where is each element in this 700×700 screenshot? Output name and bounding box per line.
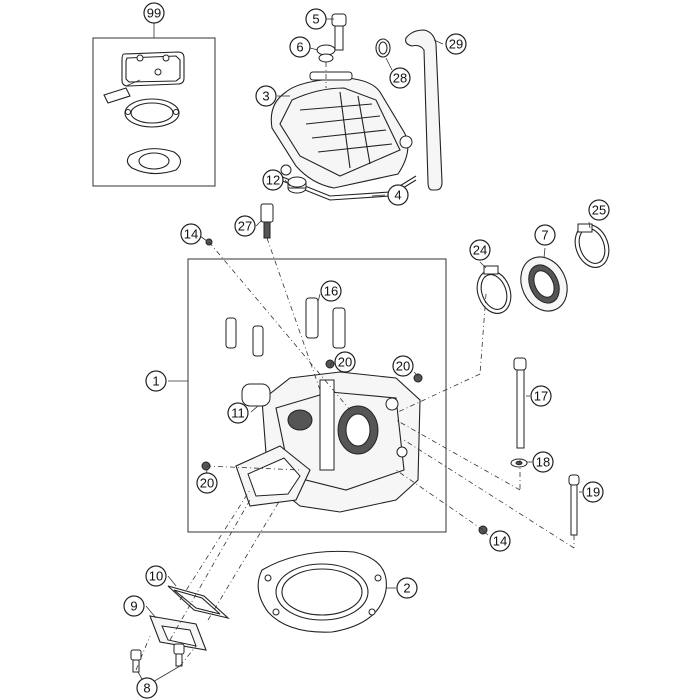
callout-24: 24 (469, 239, 491, 261)
intake-clamp-large (574, 223, 610, 268)
callout-label: 11 (231, 406, 245, 421)
head-bolt-short (568, 474, 580, 536)
callout-17: 17 (530, 385, 552, 407)
callout-label: 29 (449, 37, 463, 52)
callout-29: 29 (445, 33, 467, 55)
callout-6: 6 (289, 36, 311, 58)
callout-99: 99 (143, 2, 165, 24)
callout-label: 27 (238, 219, 252, 234)
callout-12: 12 (262, 169, 284, 191)
intake-clamp-small (476, 265, 512, 314)
callout-label: 25 (592, 203, 606, 218)
callout-8: 8 (136, 677, 158, 699)
cylinder-head (235, 371, 421, 513)
callout-9: 9 (123, 595, 145, 617)
projection-lines (135, 62, 575, 671)
cover-plug (287, 176, 307, 194)
callout-5: 5 (305, 8, 327, 30)
cover-screw (316, 13, 347, 63)
callout-25: 25 (588, 199, 610, 221)
callout-label: 24 (473, 243, 487, 258)
gasket-kit-box (92, 23, 216, 187)
callout-28: 28 (389, 67, 411, 89)
callout-11: 11 (227, 402, 249, 424)
callout-label: 99 (147, 6, 161, 21)
callout-label: 14 (493, 534, 507, 549)
cylinder-head-gasket (257, 550, 387, 633)
callout-label: 14 (184, 227, 198, 242)
hose-clip (375, 38, 391, 58)
callout-20-left: 20 (196, 472, 218, 494)
plug-bolts (201, 238, 488, 535)
callout-label: 5 (312, 12, 319, 27)
callout-label: 3 (262, 89, 269, 104)
callout-label: 17 (534, 389, 548, 404)
intake-flange (520, 256, 568, 312)
exhaust-flange (149, 615, 207, 651)
callout-label: 28 (393, 71, 407, 86)
callout-label: 20 (338, 355, 352, 370)
callout-19: 19 (582, 481, 604, 503)
callout-1: 1 (145, 370, 167, 392)
callout-16: 16 (320, 280, 342, 302)
callout-14-top: 14 (180, 223, 202, 245)
callout-27: 27 (234, 215, 256, 237)
valve-cover (270, 71, 413, 189)
callout-4: 4 (387, 184, 409, 206)
callout-label: 16 (324, 284, 338, 299)
callout-label: 10 (149, 569, 163, 584)
callout-label: 12 (266, 173, 280, 188)
washer (510, 458, 528, 468)
callout-label: 18 (536, 455, 550, 470)
callout-label: 6 (296, 40, 303, 55)
exhaust-bolts (130, 643, 185, 673)
callout-label: 8 (143, 681, 150, 696)
callout-3: 3 (255, 85, 277, 107)
callout-7: 7 (534, 224, 556, 246)
valve-guides (225, 297, 346, 357)
callout-label: 20 (200, 476, 214, 491)
cylinder-head-frame (187, 258, 447, 533)
callout-18: 18 (532, 451, 554, 473)
callout-20-right: 20 (392, 355, 414, 377)
callout-label: 19 (586, 485, 600, 500)
callout-label: 2 (403, 581, 410, 596)
callout-20-mid: 20 (334, 351, 356, 373)
callout-label: 9 (130, 599, 137, 614)
callout-label: 7 (541, 228, 548, 243)
callout-2: 2 (396, 577, 418, 599)
head-bolt-long (513, 357, 527, 449)
exhaust-gasket (167, 585, 230, 620)
callout-label: 20 (396, 359, 410, 374)
temperature-sensor (260, 203, 274, 239)
breather-hose (405, 29, 443, 191)
callout-14-bottom: 14 (489, 530, 511, 552)
callout-label: 1 (152, 374, 159, 389)
callout-10: 10 (145, 565, 167, 587)
callout-label: 4 (394, 188, 401, 203)
